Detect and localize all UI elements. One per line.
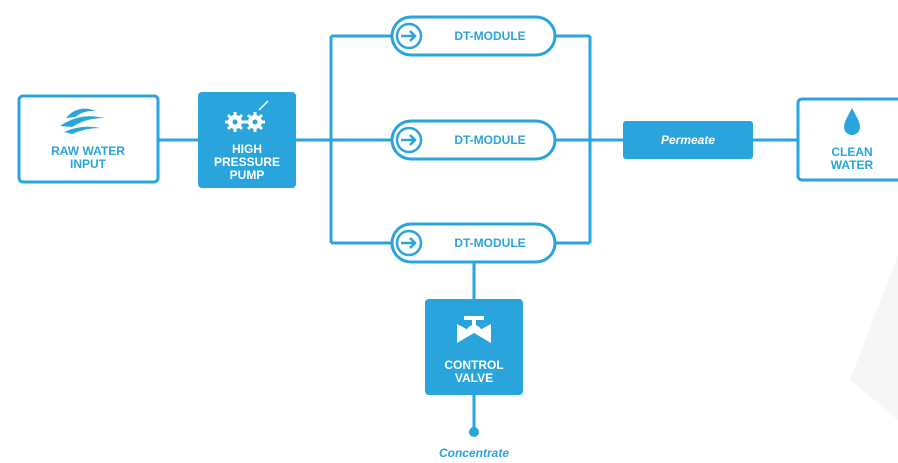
raw-water-label-line-1: RAW WATER (51, 144, 125, 158)
dt-module-2-label: DT-MODULE (454, 133, 525, 147)
dt-module-1: DT-MODULE (390, 15, 557, 57)
dt-module-2: DT-MODULE (390, 119, 557, 161)
valve-icon (457, 316, 491, 343)
clean-water-label-line-1: CLEAN (831, 145, 872, 159)
background-shape (850, 255, 898, 420)
dt-module-1-label: DT-MODULE (454, 29, 525, 43)
gears-icon (225, 100, 269, 132)
flow-lines (158, 34, 798, 432)
control-valve-label-line-2: VALVE (455, 371, 493, 385)
dt-module-3: DT-MODULE (390, 222, 557, 264)
clean-water-box: CLEAN WATER (796, 97, 898, 182)
raw-water-input-box: RAW WATER INPUT (17, 94, 160, 184)
pump-label-line-3: PUMP (230, 168, 265, 182)
raw-water-label-line-2: INPUT (70, 157, 107, 171)
clean-water-label-line-2: WATER (831, 158, 874, 172)
arrow-circle-icon (395, 22, 423, 50)
concentrate-outlet-dot (469, 427, 479, 437)
waves-icon (60, 108, 104, 134)
control-valve-box: CONTROL VALVE (425, 299, 523, 395)
arrow-circle-icon (395, 229, 423, 257)
concentrate-label: Concentrate (439, 446, 509, 460)
control-valve-label-line-1: CONTROL (444, 358, 503, 372)
pump-label-line-2: PRESSURE (214, 155, 280, 169)
permeate-box: Permeate (623, 121, 753, 159)
dt-module-3-label: DT-MODULE (454, 236, 525, 250)
water-drop-icon (844, 108, 860, 135)
permeate-label: Permeate (661, 133, 715, 147)
arrow-circle-icon (395, 126, 423, 154)
high-pressure-pump-box: HIGH PRESSURE PUMP (198, 92, 296, 188)
pump-label-line-1: HIGH (232, 142, 262, 156)
